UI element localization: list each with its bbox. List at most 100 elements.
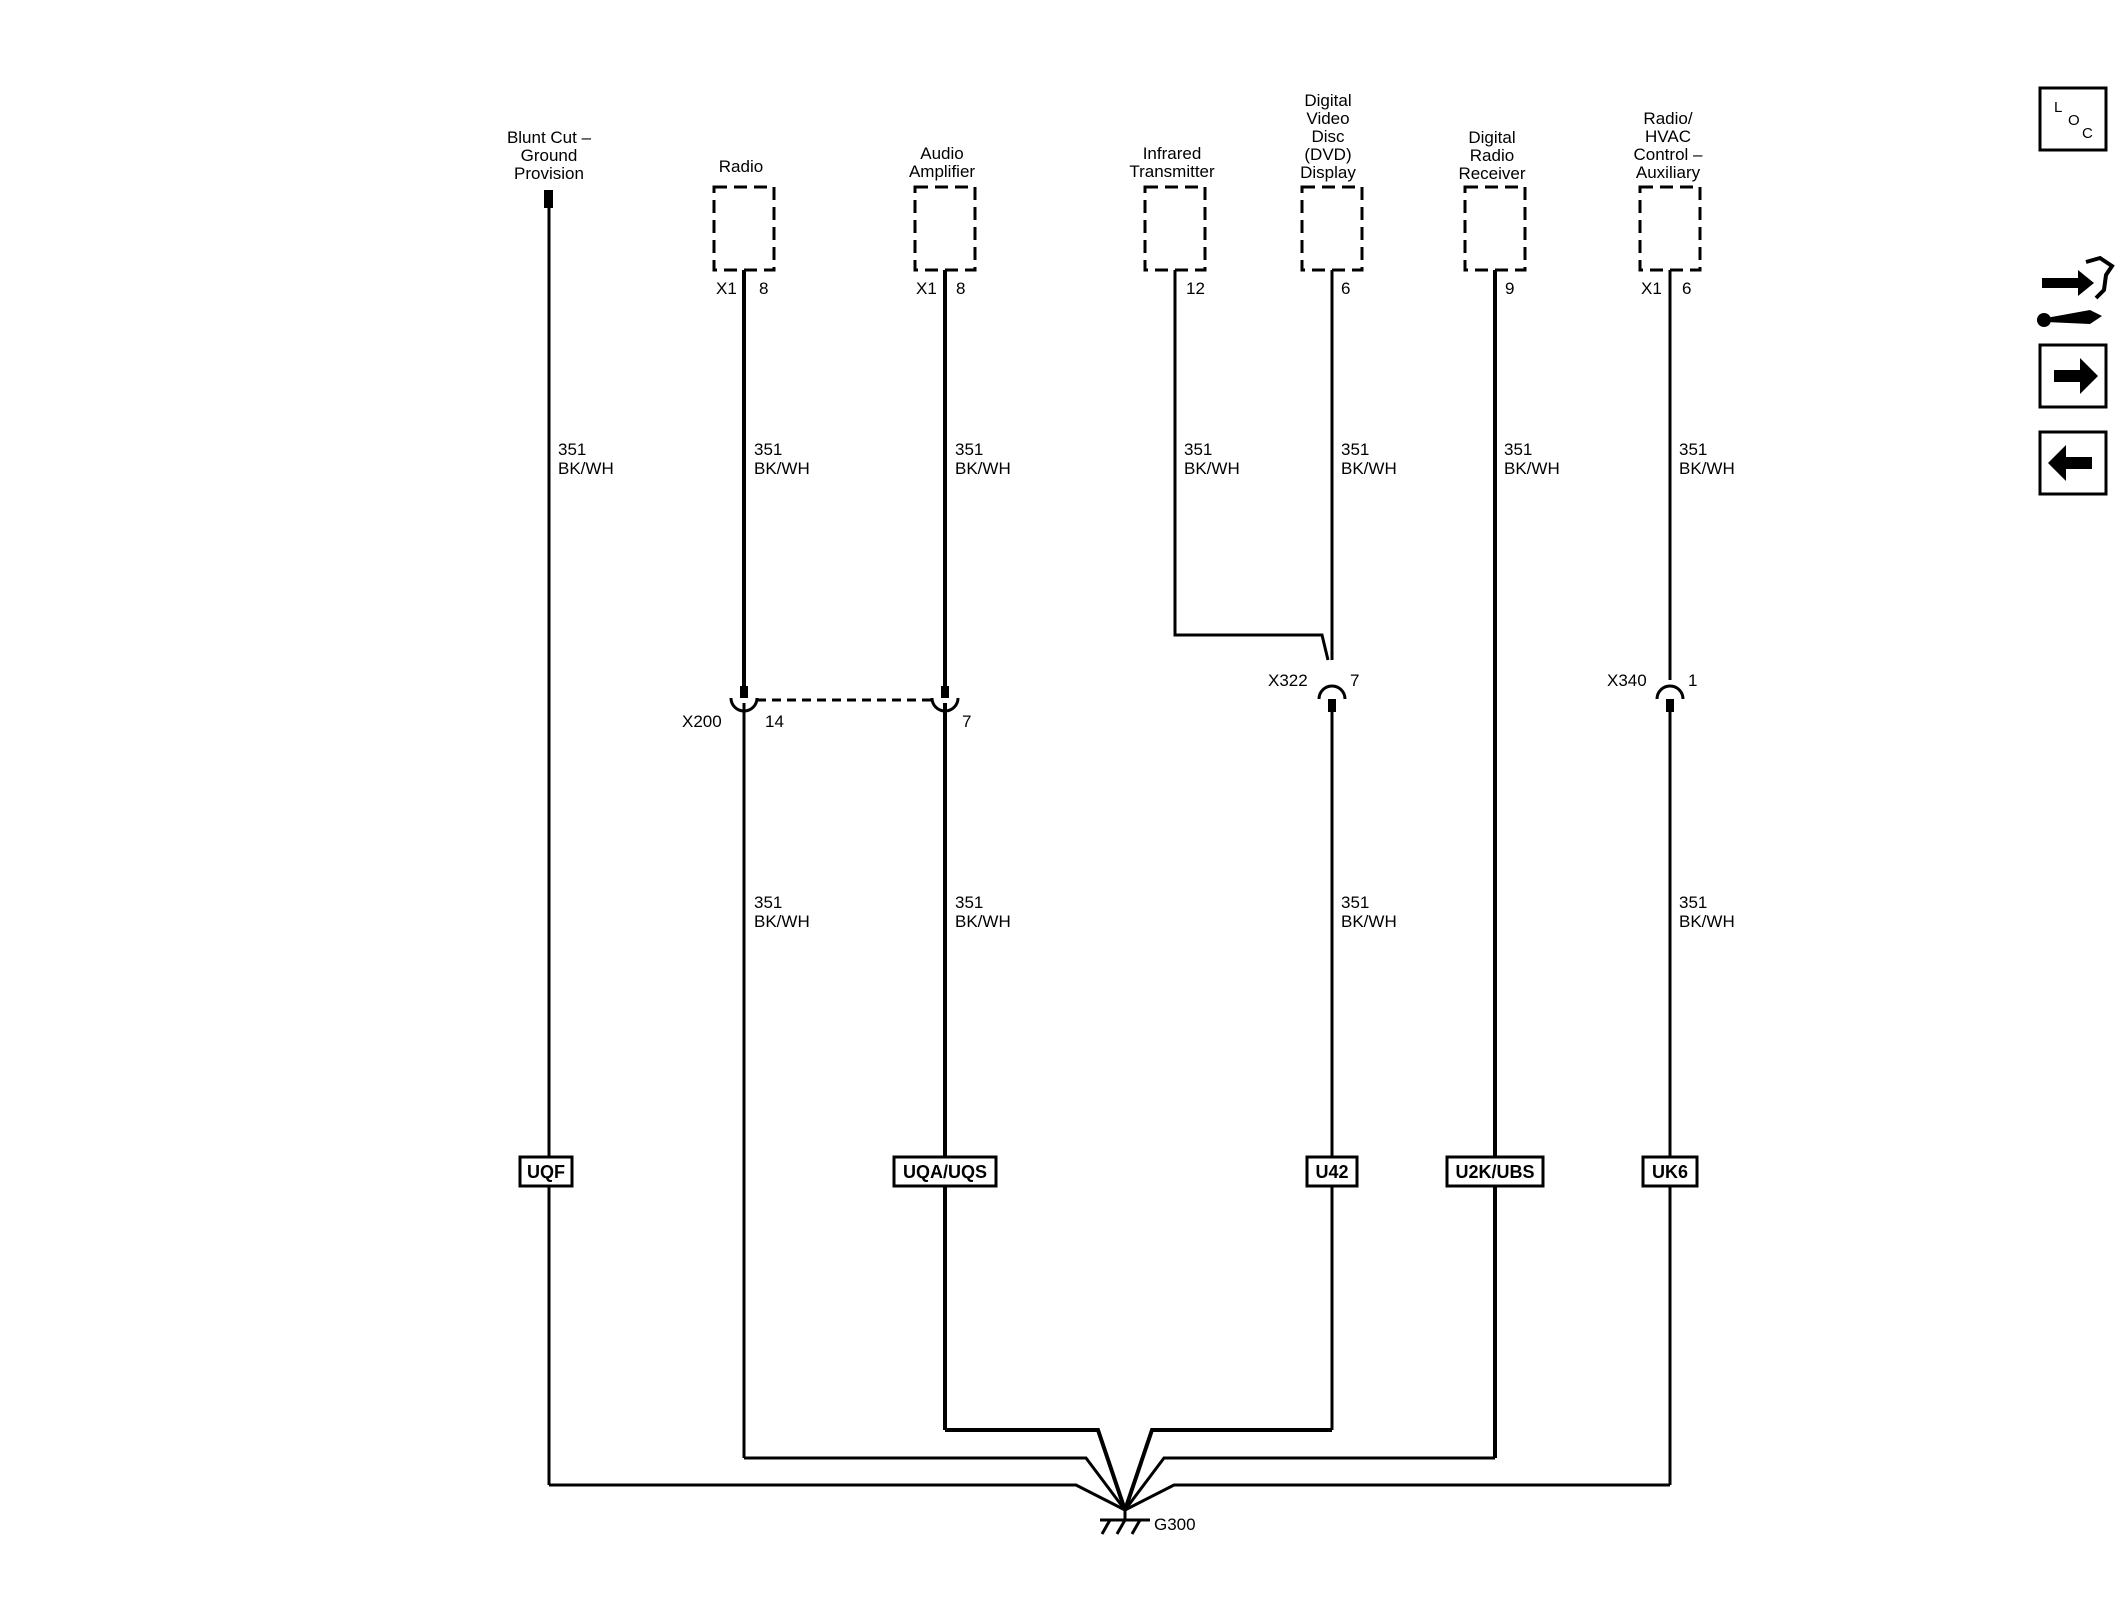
ground-bus-right-inner [1123,1428,1332,1511]
wire-infrared [1173,270,1330,661]
svg-text:G300: G300 [1154,1515,1196,1534]
svg-text:Radio: Radio [1470,146,1514,165]
svg-text:351: 351 [754,440,782,459]
svg-text:351: 351 [558,440,586,459]
svg-text:HVAC: HVAC [1645,127,1691,146]
component-hvac-label: Radio/ HVAC Control – Auxiliary [1634,109,1704,182]
svg-text:Radio: Radio [719,157,763,176]
svg-text:Transmitter: Transmitter [1129,162,1215,181]
svg-text:C: C [2082,125,2093,142]
svg-text:BK/WH: BK/WH [955,912,1011,931]
svg-text:BK/WH: BK/WH [1184,459,1240,478]
component-radio-label: Radio [719,157,763,176]
svg-text:X1: X1 [716,279,737,298]
svg-text:BK/WH: BK/WH [754,912,810,931]
svg-text:BK/WH: BK/WH [1679,912,1735,931]
radio-component-box [712,185,776,272]
ground-bus-right-outer [1124,1483,1670,1512]
svg-text:Blunt Cut –: Blunt Cut – [507,128,592,147]
svg-text:351: 351 [1679,893,1707,912]
svg-text:BK/WH: BK/WH [1679,459,1735,478]
connector-x340: X340 1 [1607,671,1697,712]
svg-text:Display: Display [1300,163,1356,182]
option-uqf: UQF [518,1155,574,1188]
svg-text:Audio: Audio [920,144,963,163]
svg-text:Digital: Digital [1304,91,1351,110]
svg-text:Amplifier: Amplifier [909,162,975,181]
svg-text:Video: Video [1306,109,1349,128]
svg-text:U42: U42 [1315,1162,1348,1182]
ground-bus-left-outer [549,1483,1126,1512]
svg-text:351: 351 [955,440,983,459]
svg-text:8: 8 [759,279,768,298]
svg-text:351: 351 [1679,440,1707,459]
svg-text:8: 8 [956,279,965,298]
svg-text:UK6: UK6 [1652,1162,1688,1182]
svg-text:BK/WH: BK/WH [754,459,810,478]
svg-text:BK/WH: BK/WH [558,459,614,478]
svg-text:1: 1 [1688,671,1697,690]
svg-text:Infrared: Infrared [1143,144,1202,163]
wire-labels: 351 BK/WH 351 BK/WH 351 BK/WH 351 BK/WH … [558,440,1735,931]
connector-tool-icon[interactable] [2037,255,2115,327]
svg-text:BK/WH: BK/WH [1341,912,1397,931]
ground-bus-left-inner [945,1428,1127,1511]
svg-text:14: 14 [765,712,784,731]
svg-text:Control –: Control – [1634,145,1704,164]
svg-text:351: 351 [1341,440,1369,459]
svg-text:X1: X1 [1641,279,1662,298]
ground-bus-right-middle [1123,1456,1495,1511]
svg-text:351: 351 [1184,440,1212,459]
component-infrared-transmitter-label: Infrared Transmitter [1129,144,1215,181]
pin-labels: X1 8 X1 8 12 6 9 X1 6 [716,279,1691,298]
svg-text:UQA/UQS: UQA/UQS [903,1162,987,1182]
arrow-right-icon [2054,358,2098,394]
svg-text:O: O [2068,112,2080,129]
svg-text:7: 7 [962,712,971,731]
svg-text:L: L [2054,99,2062,116]
component-dvd-display-label: Digital Video Disc (DVD) Display [1300,91,1356,182]
svg-text:UQF: UQF [527,1162,565,1182]
svg-text:X340: X340 [1607,671,1647,690]
svg-text:Disc: Disc [1311,127,1345,146]
component-audio-amplifier-label: Audio Amplifier [909,144,975,181]
svg-text:Radio/: Radio/ [1643,109,1692,128]
hvac-component-box [1638,185,1702,272]
connector-x200: X200 14 7 [682,686,971,731]
svg-text:351: 351 [1504,440,1532,459]
svg-text:351: 351 [955,893,983,912]
svg-text:Ground: Ground [521,146,578,165]
component-digital-radio-receiver-label: Digital Radio Receiver [1458,128,1525,183]
svg-text:9: 9 [1505,279,1514,298]
svg-text:BK/WH: BK/WH [1341,459,1397,478]
svg-text:351: 351 [1341,893,1369,912]
svg-text:12: 12 [1186,279,1205,298]
digital-radio-receiver-component-box [1463,185,1527,272]
svg-text:351: 351 [754,893,782,912]
svg-text:Digital: Digital [1468,128,1515,147]
svg-text:X200: X200 [682,712,722,731]
audio-amplifier-component-box [913,185,977,272]
option-u2k-ubs: U2K/UBS [1445,1155,1545,1188]
option-u42: U42 [1305,1155,1359,1188]
next-page-button[interactable] [2038,343,2108,409]
option-uqa-uqs: UQA/UQS [892,1155,998,1188]
svg-text:U2K/UBS: U2K/UBS [1455,1162,1534,1182]
svg-text:BK/WH: BK/WH [955,459,1011,478]
svg-text:6: 6 [1682,279,1691,298]
svg-text:Auxiliary: Auxiliary [1636,163,1701,182]
connector-x322: X322 7 [1268,671,1359,712]
svg-text:BK/WH: BK/WH [1504,459,1560,478]
svg-text:6: 6 [1341,279,1350,298]
option-uk6: UK6 [1641,1155,1699,1188]
svg-text:X1: X1 [916,279,937,298]
svg-text:7: 7 [1350,671,1359,690]
loc-button[interactable]: L O C [2038,86,2108,152]
previous-page-button[interactable] [2038,430,2108,496]
svg-text:X322: X322 [1268,671,1308,690]
infrared-transmitter-component-box [1143,185,1207,272]
dvd-display-component-box [1300,185,1364,272]
wires [547,208,1672,1512]
